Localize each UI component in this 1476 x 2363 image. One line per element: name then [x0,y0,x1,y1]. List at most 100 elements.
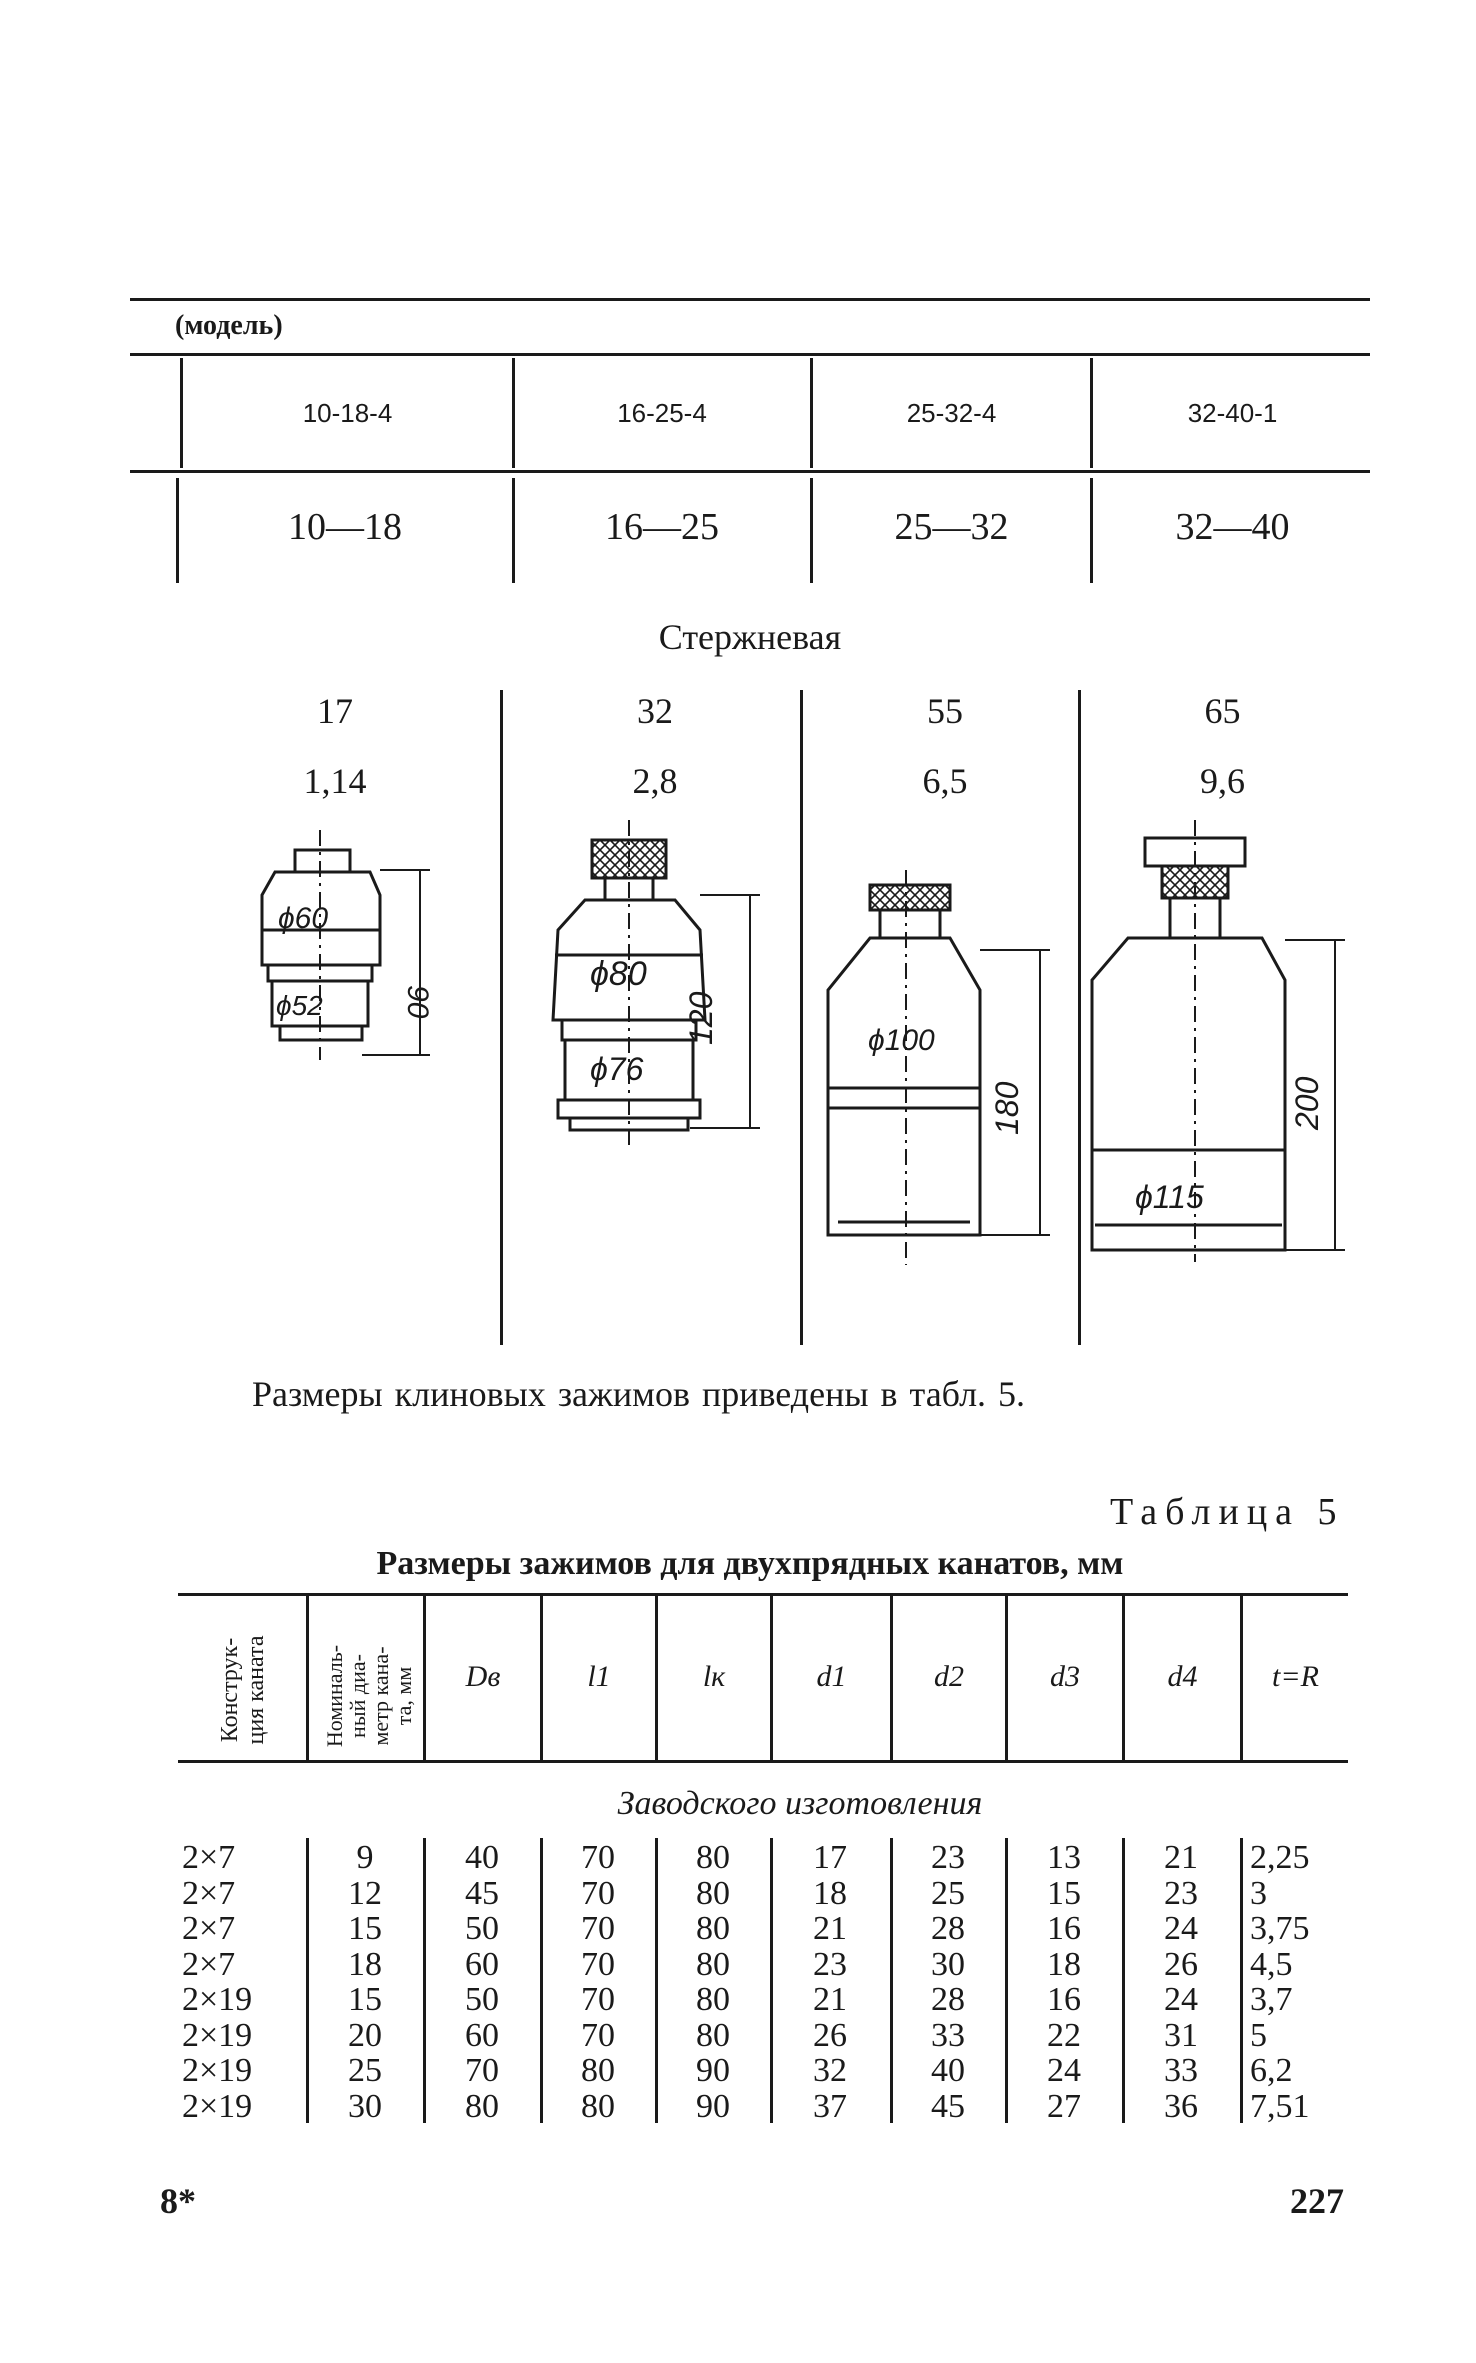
divider [180,358,183,468]
cell-l1: 70 [581,1945,615,1983]
value-a: 65 [1204,691,1241,731]
dimension-label-d100: ϕ100 [868,1024,935,1057]
cell-l1: 70 [581,2016,615,2054]
clamp-drawing-2 [551,820,760,1145]
divider [1122,1838,1125,2123]
cell-d3: 16 [1047,1981,1081,2018]
section-title: Стержневая [658,617,842,657]
dimension-label-200: 200 [1289,1076,1325,1131]
cell-construction: 2×7 [182,1874,236,1912]
cell-d1: 37 [813,2087,847,2125]
cell-Dv: 40 [465,1839,499,1876]
value-b: 9,6 [1200,761,1245,801]
divider [1090,478,1093,583]
value-a: 32 [637,691,673,731]
cell-l1: 70 [581,1839,615,1876]
divider [890,1838,893,2123]
divider [800,690,803,1345]
table-title: Размеры зажимов для двухпрядных канатов,… [376,1545,1124,1582]
cell-d3: 15 [1047,1874,1081,1912]
table-top-rule [178,1593,1348,1596]
cell-d1: 18 [813,1874,847,1912]
dimension-label-d80: ϕ80 [590,955,647,993]
cell-nominal-diameter: 9 [356,1839,374,1876]
table-header-rule [178,1760,1348,1763]
cell-d4: 26 [1164,1945,1198,1983]
cell-tR: 3,75 [1250,1910,1310,1947]
range-cell: 25—32 [894,506,1009,548]
cell-construction: 2×7 [182,1910,236,1947]
cell-d1: 32 [813,2052,847,2089]
cell-nominal-diameter: 30 [348,2087,382,2125]
cell-nominal-diameter: 12 [348,1874,382,1912]
cell-tR: 5 [1250,2016,1267,2054]
cell-l1: 70 [581,1874,615,1912]
divider [423,1596,426,1760]
model-cell: 16-25-4 [617,398,707,428]
header-nominal-diameter: Номиналь- ный диа- метр кана- та, мм [322,1644,416,1748]
cell-d2: 25 [931,1874,965,1912]
cell-nominal-diameter: 15 [348,1910,382,1947]
divider [770,1838,773,2123]
dimension-label-d52: ϕ52 [276,990,323,1021]
model-cell: 32-40-1 [1187,398,1278,428]
cell-d4: 23 [1164,1874,1198,1912]
header-Dv: Dв [465,1660,501,1693]
cell-lk: 80 [696,1945,730,1983]
cell-tR: 7,51 [1250,2087,1310,2125]
cell-construction: 2×7 [182,1839,236,1876]
value-b: 6,5 [922,761,968,801]
dimension-label-d115: ϕ115 [1135,1179,1204,1215]
divider [306,1596,309,1760]
cell-d1: 21 [813,1981,847,2018]
cell-lk: 80 [696,1839,730,1876]
cell-Dv: 45 [465,1874,499,1912]
dimension-label-90: 90 [401,985,434,1019]
cell-construction: 2×19 [182,2087,253,2125]
cell-construction: 2×7 [182,1945,236,1983]
header-construction: Конструк- ция каната [217,1635,269,1745]
footer-signature: 8* [160,2181,196,2221]
value-a: 55 [927,691,963,731]
cell-Dv: 60 [465,2016,499,2054]
divider [770,1596,773,1760]
model-cell: 25-32-4 [906,398,997,428]
divider [810,478,813,583]
range-cell: 32—40 [1175,506,1290,548]
cell-tR: 2,25 [1250,1839,1310,1876]
cell-d2: 45 [931,2087,965,2125]
page-number: 227 [1290,2181,1344,2221]
dimension-label-180: 180 [989,1081,1025,1135]
cell-d4: 36 [1164,2087,1198,2125]
cell-lk: 80 [696,1874,730,1912]
divider [512,478,515,583]
cell-tR: 4,5 [1250,1945,1293,1983]
header-lk: lк [702,1660,726,1693]
range-cell: 16—25 [605,506,719,548]
cell-construction: 2×19 [182,2016,253,2054]
dimension-label-d76: ϕ76 [590,1051,644,1087]
cell-lk: 90 [696,2087,730,2125]
cell-Dv: 70 [465,2052,499,2089]
value-b: 2,8 [632,761,678,801]
table-subtitle: Заводского изготовления [617,1785,983,1822]
cell-l1: 80 [581,2052,615,2089]
header-d1: d1 [816,1660,847,1693]
clamp-drawings: ϕ60 ϕ52 90 ϕ80 ϕ76 120 ϕ100 180 ϕ115 200 [260,820,1345,1265]
divider [655,1838,658,2123]
cell-lk: 80 [696,2016,730,2054]
cell-Dv: 50 [465,1981,499,2018]
paragraph: Размеры клиновых зажимов приведены в таб… [252,1374,1026,1414]
header-d3: d3 [1050,1660,1080,1693]
cell-d2: 28 [931,1981,965,2018]
cell-d4: 21 [1164,1839,1198,1876]
cell-lk: 80 [696,1910,730,1947]
dimension-label-120: 120 [683,991,719,1045]
cell-construction: 2×19 [182,1981,253,2018]
divider [1240,1838,1243,2123]
cell-d3: 27 [1047,2087,1081,2125]
value-b: 1,14 [303,761,367,801]
divider [890,1596,893,1760]
range-cell: 10—18 [288,506,402,548]
cell-d3: 13 [1047,1839,1081,1876]
